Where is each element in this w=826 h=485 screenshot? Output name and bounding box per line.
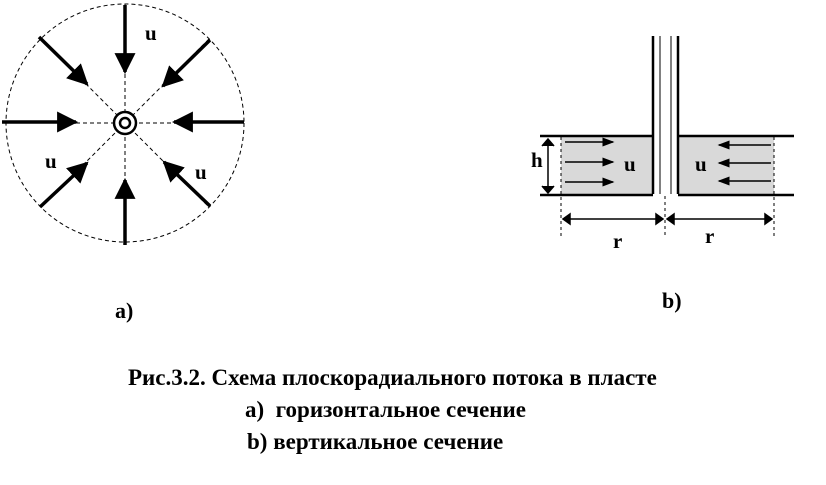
flow-arrow-sw [38, 161, 89, 209]
reservoir-boundaries [540, 134, 794, 197]
diagram-b-label: b) [662, 288, 682, 313]
well-symbol [112, 110, 138, 136]
velocity-label-left: u [45, 149, 57, 173]
reservoir-layer-left [561, 137, 653, 194]
velocity-label-top: u [145, 21, 157, 45]
diagram-a-horizontal-section: u u u a) [2, 3, 245, 323]
outer-boundary-dashed-lines [560, 137, 775, 236]
velocity-label-left-layer: u [624, 152, 636, 176]
velocity-label-right: u [195, 160, 207, 184]
figure-caption-title: Рис.3.2. Схема плоскорадиального потока … [128, 365, 657, 390]
flow-arrows-right [717, 140, 771, 186]
diagram-b-vertical-section: h u u r r b) [531, 36, 794, 313]
flow-arrow-ne [161, 38, 212, 88]
figure-caption-line-a: a) горизонтальное сечение [245, 397, 527, 422]
figure-caption-line-b: b) вертикальное сечение [247, 429, 504, 454]
velocity-label-right-layer: u [695, 152, 707, 176]
height-dimension-arrow [541, 137, 555, 195]
flow-arrows-left [565, 137, 615, 187]
radius-label-left: r [613, 229, 622, 253]
flow-arrow-nw [37, 35, 89, 86]
diagram-a-label: a) [115, 298, 133, 323]
wellbore [651, 36, 680, 194]
flow-arrow-se [162, 160, 212, 208]
height-label: h [531, 148, 543, 172]
radius-label-right: r [705, 224, 714, 248]
radial-flow-arrows [2, 5, 244, 245]
radius-dimension-arrows [561, 212, 774, 226]
